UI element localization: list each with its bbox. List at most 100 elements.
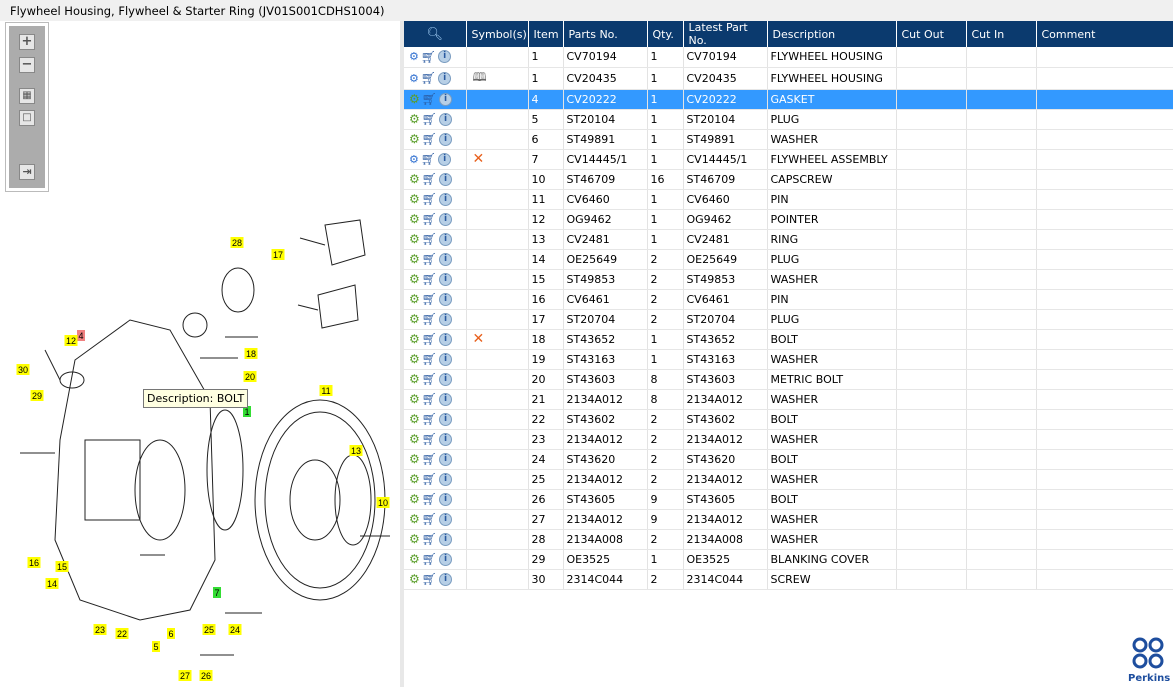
gear-icon[interactable]: ⚙︎	[409, 292, 420, 306]
gear-icon[interactable]: ⚙︎	[409, 432, 420, 446]
info-icon[interactable]: i	[439, 512, 452, 526]
callout-label[interactable]: 20	[245, 372, 255, 382]
callout-4-box[interactable]	[77, 330, 85, 341]
info-icon[interactable]: i	[439, 492, 452, 506]
cart-icon[interactable]: 🛒︎	[421, 232, 437, 246]
column-header[interactable]: Cut In	[966, 21, 1037, 47]
callout-1-box[interactable]	[243, 406, 251, 417]
cart-icon[interactable]: 🛒︎	[421, 332, 437, 346]
callout-label[interactable]: 24	[230, 625, 240, 635]
cart-icon[interactable]: 🛒︎	[421, 212, 437, 226]
cart-icon[interactable]: 🛒︎	[421, 252, 437, 266]
cart-icon[interactable]: 🛒︎	[420, 152, 437, 166]
info-icon[interactable]: i	[438, 71, 452, 85]
callout-25-box[interactable]	[202, 624, 216, 635]
cart-icon[interactable]: 🛒︎	[421, 512, 437, 526]
gear-icon[interactable]: ⚙︎	[409, 192, 420, 206]
gear-icon[interactable]: ⚙︎	[409, 232, 420, 246]
gear-icon[interactable]: ⚙︎	[409, 552, 420, 566]
callout-10-box[interactable]	[376, 497, 390, 508]
callout-22-box[interactable]	[115, 628, 129, 639]
search-icon[interactable]: 🔍︎	[426, 26, 443, 42]
info-icon[interactable]: i	[439, 372, 452, 386]
info-icon[interactable]: i	[439, 412, 452, 426]
callout-label[interactable]: 30	[18, 365, 28, 375]
callout-13-box[interactable]	[349, 445, 363, 456]
gear-icon[interactable]: ⚙︎	[409, 372, 420, 386]
gear-icon[interactable]: ⚙︎	[409, 112, 420, 126]
info-icon[interactable]: i	[438, 152, 452, 166]
cart-icon[interactable]: 🛒︎	[421, 452, 437, 466]
cart-icon[interactable]: 🛒︎	[421, 492, 437, 506]
export-button[interactable]: ⇥	[19, 164, 35, 180]
cart-icon[interactable]: 🛒︎	[421, 372, 437, 386]
gears-icon[interactable]: ⚙︎	[409, 50, 419, 64]
cart-icon[interactable]: 🛒︎	[421, 272, 437, 286]
cart-icon[interactable]: 🛒︎	[421, 392, 437, 406]
cart-icon[interactable]: 🛒︎	[421, 92, 437, 106]
zoom-in-button[interactable]: +	[19, 34, 35, 50]
callout-label[interactable]: 14	[47, 579, 57, 589]
callout-27-box[interactable]	[178, 670, 192, 681]
reset-view-button[interactable]: □	[19, 110, 35, 126]
callout-7-box[interactable]	[213, 587, 221, 598]
fit-all-button[interactable]: ▦	[19, 88, 35, 104]
callout-11-box[interactable]	[319, 385, 333, 396]
column-header-actions[interactable]: 🔍︎	[404, 21, 467, 47]
info-icon[interactable]: i	[438, 50, 452, 64]
book-search-icon[interactable]: 🕮	[472, 69, 487, 84]
callout-26-box[interactable]	[199, 670, 213, 681]
cart-icon[interactable]: 🛒︎	[421, 412, 437, 426]
cart-icon[interactable]: 🛒︎	[421, 312, 437, 326]
info-icon[interactable]: i	[439, 132, 452, 146]
gear-icon[interactable]: ⚙︎	[409, 252, 420, 266]
callout-14-box[interactable]	[45, 578, 59, 589]
info-icon[interactable]: i	[439, 312, 452, 326]
info-icon[interactable]: i	[439, 572, 452, 586]
cart-icon[interactable]: 🛒︎	[421, 192, 437, 206]
column-header[interactable]: Qty.	[647, 21, 684, 47]
gear-icon[interactable]: ⚙︎	[409, 92, 420, 106]
gears-icon[interactable]: ⚙︎	[409, 71, 419, 85]
gear-icon[interactable]: ⚙︎	[409, 532, 420, 546]
callout-label[interactable]: 4	[78, 331, 83, 341]
info-icon[interactable]: i	[439, 432, 452, 446]
callout-label[interactable]: 23	[95, 625, 105, 635]
gear-icon[interactable]: ⚙︎	[409, 392, 420, 406]
info-icon[interactable]: i	[439, 392, 452, 406]
gear-icon[interactable]: ⚙︎	[409, 412, 420, 426]
callout-label[interactable]: 11	[321, 386, 330, 396]
callout-label[interactable]: 29	[32, 391, 42, 401]
callout-20-box[interactable]	[243, 371, 257, 382]
column-header[interactable]: Item	[528, 21, 564, 47]
splitter[interactable]	[400, 21, 404, 687]
cart-icon[interactable]: 🛒︎	[421, 352, 437, 366]
cart-icon[interactable]: 🛒︎	[421, 572, 437, 586]
cart-icon[interactable]: 🛒︎	[421, 472, 437, 486]
gear-icon[interactable]: ⚙︎	[409, 312, 420, 326]
cart-icon[interactable]: 🛒︎	[421, 292, 437, 306]
cart-icon[interactable]: 🛒︎	[420, 49, 437, 64]
info-icon[interactable]: i	[439, 92, 452, 106]
gear-icon[interactable]: ⚙︎	[409, 332, 420, 346]
callout-label[interactable]: 27	[180, 671, 190, 681]
column-header[interactable]: Cut Out	[896, 21, 967, 47]
cart-icon[interactable]: 🛒︎	[421, 132, 437, 146]
column-header[interactable]: Parts No.	[563, 21, 648, 47]
zoom-out-button[interactable]: −	[19, 57, 35, 73]
cart-icon[interactable]: 🛒︎	[421, 172, 437, 186]
callout-29-box[interactable]	[30, 390, 44, 401]
